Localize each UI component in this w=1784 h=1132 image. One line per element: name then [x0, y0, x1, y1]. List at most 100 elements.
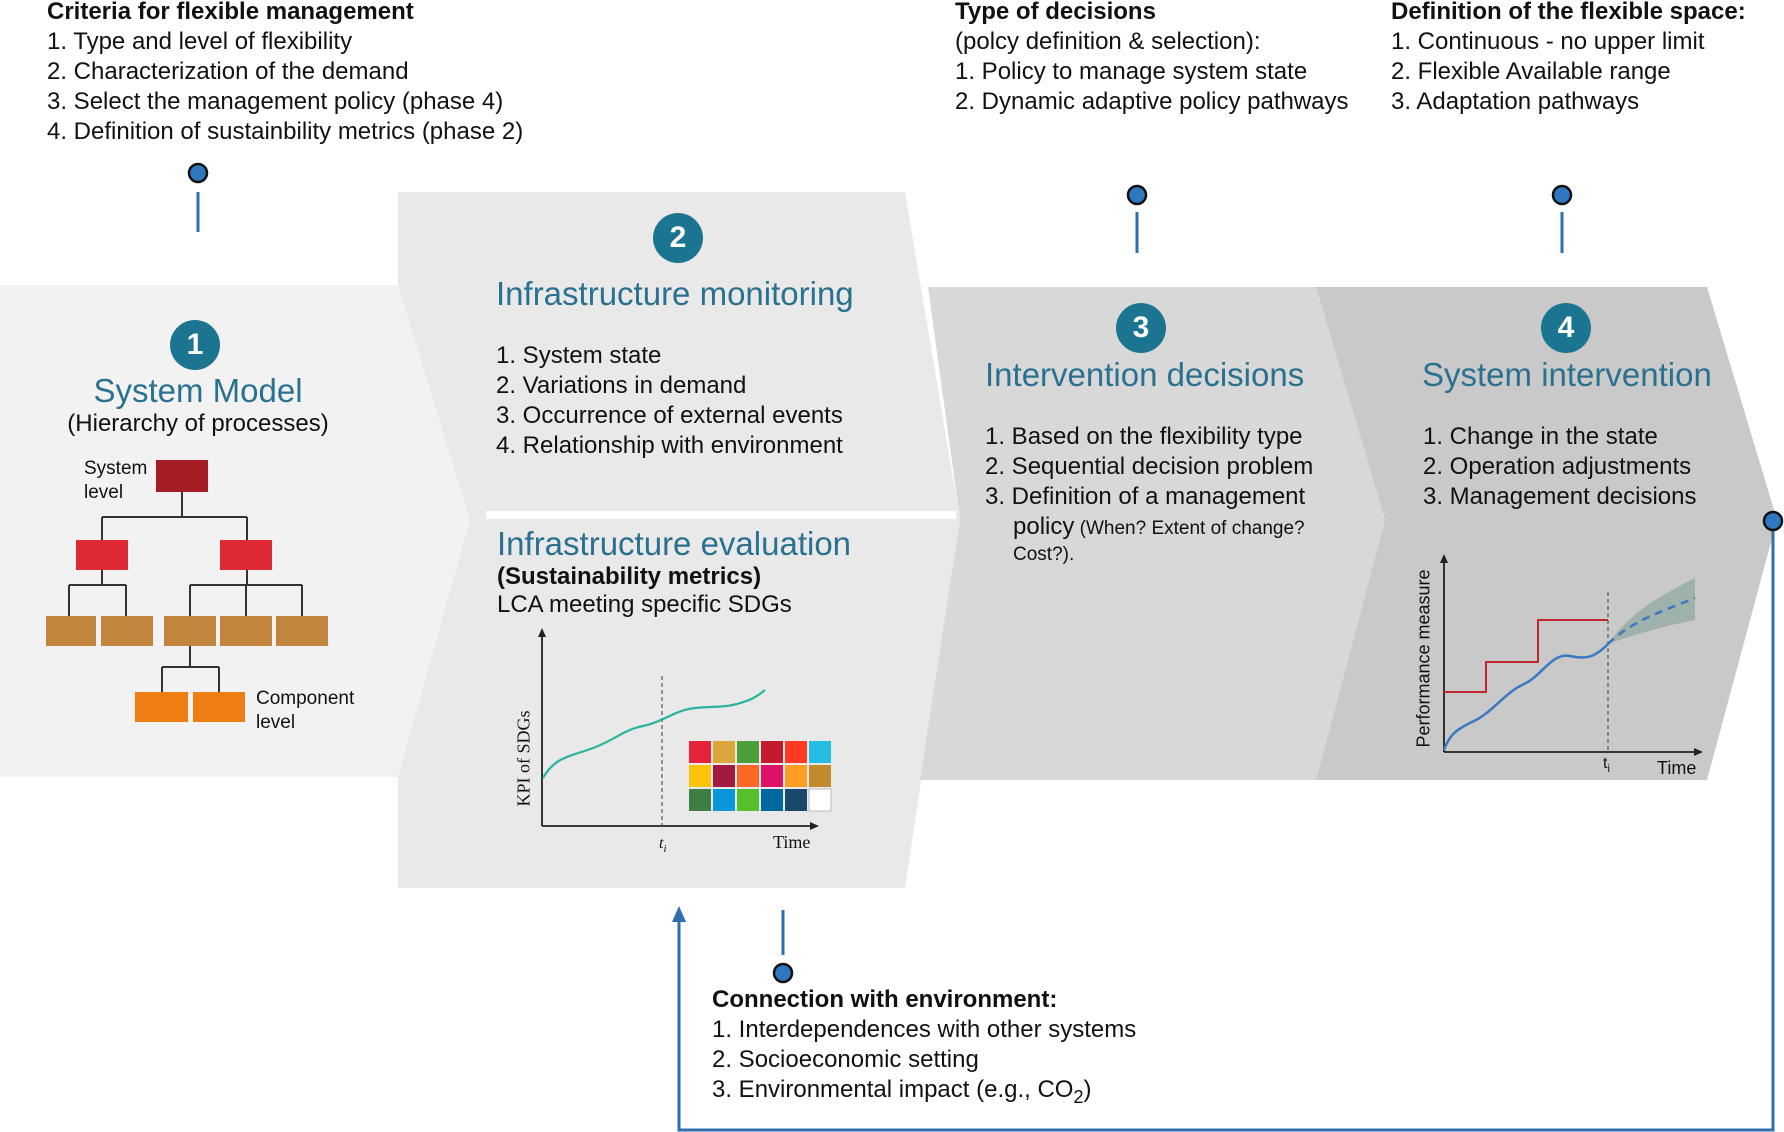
criteria-note: Criteria for flexible management 1. Type…: [47, 0, 523, 147]
sdg-icon: [713, 789, 735, 811]
criteria-item: 3. Select the management policy (phase 4…: [47, 88, 504, 115]
sdg-icon: [785, 765, 807, 787]
phase1-badge: 1: [170, 320, 220, 370]
hierarchy-connectors: [68, 492, 303, 692]
decisions-title: Type of decisions: [955, 0, 1156, 25]
phase4-title: System intervention: [1422, 356, 1712, 393]
environment-title: Connection with environment:: [712, 986, 1058, 1013]
flexible-space-item: 3. Adaptation pathways: [1391, 88, 1640, 115]
kpi-axes: [541, 632, 815, 827]
phase3-policy-line: policy (When? Extent of change?: [985, 512, 1313, 544]
process-box: [101, 616, 153, 646]
sdg-icon: [808, 788, 832, 812]
band-phase4: [1316, 287, 1777, 780]
flexible-space-note: Definition of the flexible space: 1. Con…: [1391, 0, 1746, 117]
flexible-space-item: 1. Continuous - no upper limit: [1391, 28, 1705, 55]
phase4-item: 1. Change in the state: [1423, 423, 1658, 450]
policy-word: policy: [1013, 513, 1075, 540]
decisions-item: 2. Dynamic adaptive policy pathways: [955, 88, 1349, 115]
decisions-subtitle: (polcy definition & selection):: [955, 28, 1261, 55]
flexible-space-item: 2. Flexible Available range: [1391, 58, 1671, 85]
sdg-icon-grid: [689, 741, 832, 812]
phase4-item: 3. Management decisions: [1423, 483, 1697, 510]
sdg-icon: [809, 741, 831, 763]
capacity-steps: [1444, 619, 1608, 693]
performance-curve: [1442, 643, 1609, 751]
sdg-icon: [689, 765, 711, 787]
pin-flexible-space: [1551, 184, 1573, 253]
phase3-badge: 3: [1116, 303, 1166, 353]
pin-criteria: [187, 162, 209, 232]
performance-xlabel: Time: [1657, 758, 1697, 778]
phase1-subtitle: (Hierarchy of processes): [67, 410, 329, 437]
monitoring-item: 3. Occurrence of external events: [496, 402, 843, 429]
pin-environment: [772, 910, 794, 984]
component-label-line: Component: [256, 688, 355, 709]
performance-chart: [1440, 554, 1703, 756]
policy-note: (When? Extent of change?: [1074, 518, 1305, 539]
monitoring-item: 1. System state: [496, 342, 662, 369]
sdg-icon: [737, 789, 759, 811]
band-phase1: [0, 285, 470, 777]
environment-item-3: 3. Environmental impact (e.g., CO2): [712, 1075, 1136, 1112]
performance-projection: [1607, 596, 1696, 645]
phase4-item: 2. Operation adjustments: [1423, 453, 1692, 480]
process-box: [164, 616, 216, 646]
criteria-item: 2. Characterization of the demand: [47, 58, 409, 85]
sdg-icon: [737, 765, 759, 787]
environment-item: 2. Socioeconomic setting: [712, 1046, 979, 1073]
system-label-line: level: [84, 482, 124, 503]
criteria-title: Criteria for flexible management: [47, 0, 414, 25]
evaluation-text: LCA meeting specific SDGs: [497, 591, 792, 618]
criteria-item: 1. Type and level of flexibility: [47, 28, 353, 55]
phase3-item: 2. Sequential decision problem: [985, 453, 1314, 480]
environment-item: 1. Interdependences with other systems: [712, 1016, 1137, 1043]
sdg-icon: [761, 741, 783, 763]
evaluation-title: Infrastructure evaluation: [497, 525, 852, 562]
environment-note: Connection with environment: 1. Interdep…: [712, 985, 1136, 1112]
flexible-space-title: Definition of the flexible space:: [1391, 0, 1746, 25]
environment-item-end: ): [1083, 1076, 1092, 1103]
performance-marker-label: ti: [1603, 755, 1610, 775]
kpi-marker-sub: i: [663, 843, 667, 856]
phase3-item: 3. Definition of a management: [985, 483, 1306, 510]
process-hierarchy: [46, 460, 328, 722]
performance-marker-sub: i: [1607, 763, 1610, 776]
sdg-icon: [809, 765, 831, 787]
monitoring-list: 1. System state 2. Variations in demand …: [496, 341, 843, 461]
process-box: [220, 616, 272, 646]
system-level-label: System level: [84, 457, 147, 505]
performance-ylabel-wrap: Performance measure: [1410, 560, 1438, 760]
phase4-list: 1. Change in the state 2. Operation adju…: [1423, 422, 1697, 512]
band-phase2: [398, 192, 960, 888]
kpi-marker-label: ti: [659, 835, 667, 855]
kpi-marker-t: t: [659, 835, 664, 852]
sdg-icon: [713, 765, 735, 787]
phase1-title: System Model: [93, 372, 303, 409]
feedback-loop: [672, 510, 1784, 1132]
decisions-item: 1. Policy to manage system state: [955, 58, 1308, 85]
performance-marker-t: t: [1603, 755, 1608, 772]
monitoring-item: 4. Relationship with environment: [496, 432, 843, 459]
criteria-item: 4. Definition of sustainbility metrics (…: [47, 118, 524, 145]
kpi-trend-line: [542, 689, 766, 779]
sdg-icon: [737, 741, 759, 763]
sdg-icon: [713, 741, 735, 763]
component-level-label: Component level: [256, 687, 354, 735]
sdg-icon: [785, 741, 807, 763]
kpi-ylabel-wrap: KPI of SDGs: [514, 700, 540, 820]
monitoring-item: 2. Variations in demand: [496, 372, 747, 399]
phase3-list: 1. Based on the flexibility type 2. Sequ…: [985, 422, 1313, 566]
kpi-chart: [538, 628, 832, 830]
decisions-note: Type of decisions (polcy definition & se…: [955, 0, 1349, 117]
environment-item-text: 3. Environmental impact (e.g., CO: [712, 1076, 1074, 1103]
sdg-icon: [761, 765, 783, 787]
co2-subscript: 2: [1073, 1086, 1084, 1107]
sdg-icon: [689, 789, 711, 811]
component-label-line: level: [256, 712, 296, 733]
sdg-icon: [689, 741, 711, 763]
phase3-item: 1. Based on the flexibility type: [985, 423, 1303, 450]
component-level-box: [193, 692, 245, 722]
band-phase3: [920, 287, 1385, 780]
